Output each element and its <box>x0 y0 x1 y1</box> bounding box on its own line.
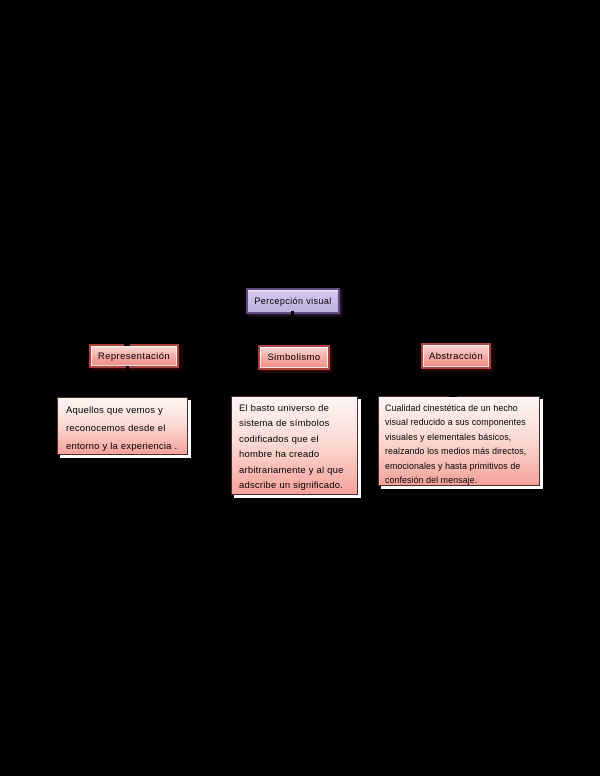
node-abstraccion-label: Abstracción <box>428 350 484 362</box>
description-line: Aquellos que vemos y <box>66 405 163 416</box>
description-line: sistema de símbolos <box>239 418 330 430</box>
description-line: codificados que el <box>239 433 319 445</box>
connector-stub-representacion-bottom <box>126 366 129 373</box>
description-line: Cualidad cinestética de un hecho <box>385 403 518 413</box>
node-simbolismo-label: Simbolismo <box>267 352 321 363</box>
description-line: arbitrariamente y al que <box>239 464 344 476</box>
description-simbolismo: El basto universo de sistema de símbolos… <box>231 396 358 495</box>
connector-stub-root-bottom <box>291 311 294 319</box>
description-line: visual reducido a sus componentes <box>385 417 526 428</box>
node-representacion-label: Representación <box>97 350 171 362</box>
description-line: adscribe un significado. <box>239 480 344 492</box>
description-line: reconocemos desde el <box>66 423 166 434</box>
description-representacion: Aquellos que vemos y reconocemos desde e… <box>57 397 188 455</box>
description-line: visuales y elementales básicos, <box>385 431 512 442</box>
description-line: confesión del mensaje. <box>385 475 478 486</box>
node-simbolismo: Simbolismo <box>258 345 330 370</box>
description-line: emocionales y hasta primitivos de <box>385 460 521 471</box>
connector-stub-representacion-top <box>124 340 130 346</box>
description-line: entorno y la experiencia . <box>66 441 178 452</box>
description-line: hombre ha creado <box>239 449 320 461</box>
node-representacion: Representación <box>89 344 179 368</box>
node-percepcion-visual-label: Percepción visual <box>254 296 332 306</box>
connector-stub-abstraccion-description <box>449 390 457 397</box>
description-abstraccion: Cualidad cinestética de un hecho visual … <box>378 396 540 486</box>
description-line: El basto universo de <box>239 403 330 414</box>
description-line: realzando los medios más directos, <box>385 446 527 457</box>
node-abstraccion: Abstracción <box>421 343 491 369</box>
